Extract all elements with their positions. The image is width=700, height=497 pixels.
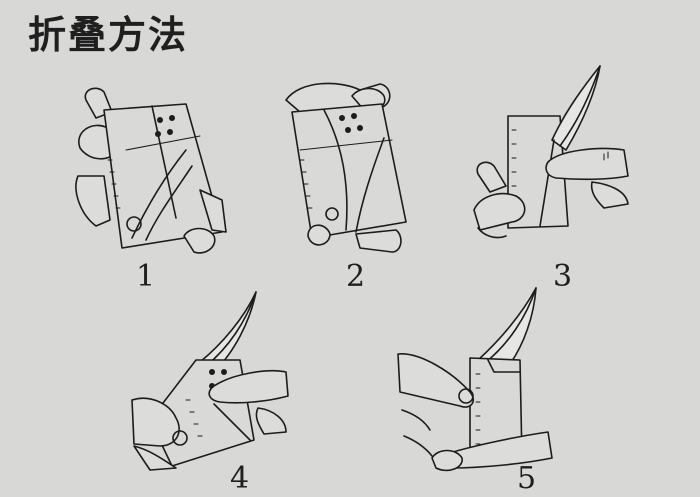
page-title: 折叠方法	[28, 13, 189, 57]
step-4-illustration	[131, 291, 289, 471]
step-3-illustration	[473, 65, 629, 239]
step-5-illustration	[397, 287, 553, 472]
step-number-1: 1	[136, 259, 156, 294]
step-number-3: 3	[553, 259, 573, 294]
step-number-5: 5	[517, 461, 537, 496]
step-number-4: 4	[230, 461, 250, 496]
step-number-2: 2	[346, 259, 366, 294]
step-1-illustration	[75, 87, 227, 254]
step-2-illustration	[285, 82, 407, 253]
